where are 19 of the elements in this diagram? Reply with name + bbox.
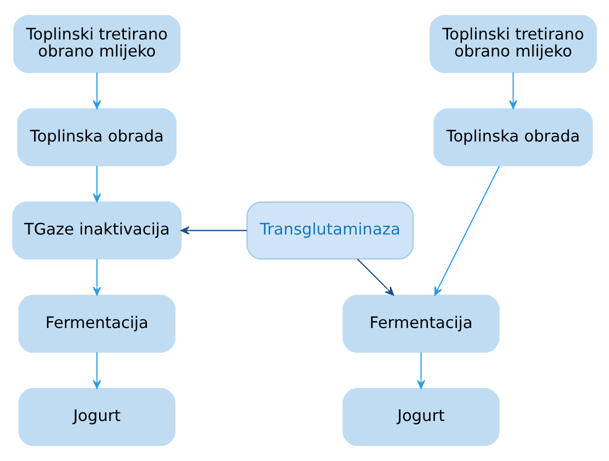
node-box: TGaze inaktivacija (12, 202, 182, 260)
arrow (434, 166, 500, 296)
node-box: Jogurt (18, 388, 176, 446)
arrow (92, 166, 102, 202)
node-box: Toplinska obrada (434, 108, 593, 166)
arrow (92, 258, 102, 296)
arrow (92, 72, 102, 110)
arrow (180, 226, 247, 235)
node-box: Toplinska obrada (17, 108, 177, 166)
node-box: Jogurt (342, 388, 500, 446)
arrow (509, 72, 518, 110)
node-box: Fermentacija (342, 294, 500, 353)
arrow (356, 258, 394, 296)
arrow (416, 352, 426, 389)
node-box: Transglutaminaza (246, 202, 414, 260)
node-box: Toplinski tretirano obrano mlijeko (430, 14, 597, 73)
node-box: Toplinski tretirano obrano mlijeko (13, 14, 181, 73)
node-box: Fermentacija (18, 294, 176, 353)
arrow (92, 352, 102, 389)
